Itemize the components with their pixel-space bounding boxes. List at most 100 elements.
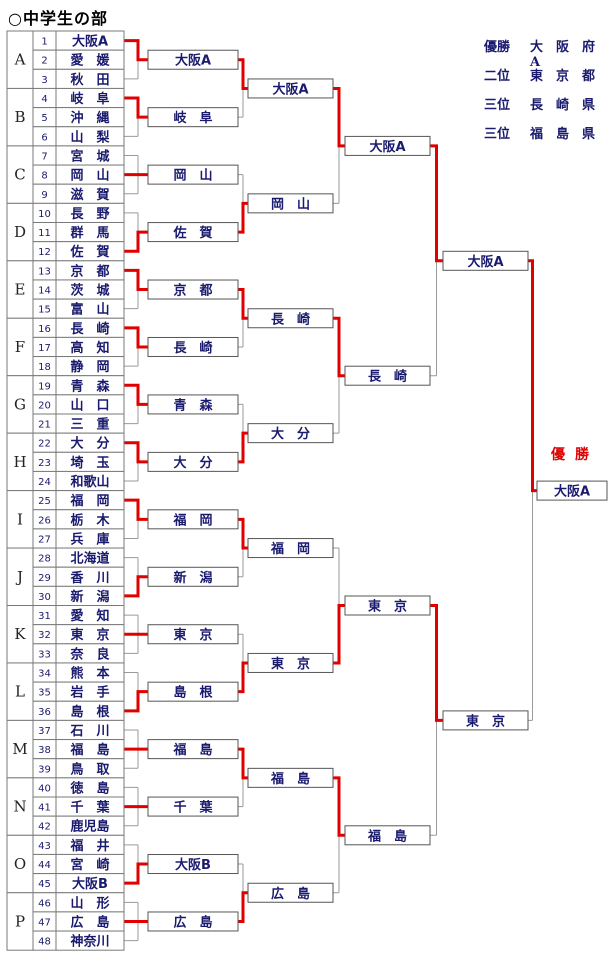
group-letter: A bbox=[14, 51, 26, 69]
round-team-name: 東 京 bbox=[173, 627, 212, 643]
round-team-name: 東 京 bbox=[271, 656, 310, 672]
round-team-name: 千 葉 bbox=[173, 800, 213, 816]
winner-path bbox=[333, 86, 345, 148]
team-name: 長 野 bbox=[70, 207, 109, 222]
team-name: 鹿児島 bbox=[70, 819, 109, 835]
result-team: 大阪府A bbox=[530, 40, 609, 70]
team-name: 群 馬 bbox=[70, 225, 109, 241]
team-name: 香 川 bbox=[69, 570, 109, 586]
round-box bbox=[147, 796, 239, 817]
seed-number: 10 bbox=[38, 209, 51, 220]
team-name: 大阪A bbox=[72, 34, 108, 50]
winner-path bbox=[333, 604, 345, 665]
winner-path bbox=[238, 517, 248, 550]
round-team-name: 広 島 bbox=[271, 886, 310, 902]
seed-number: 23 bbox=[38, 458, 51, 469]
seed-number: 11 bbox=[38, 228, 51, 239]
result-rank: 優勝 bbox=[484, 40, 511, 55]
round-box bbox=[344, 825, 431, 846]
team-name: 宮 崎 bbox=[70, 857, 109, 873]
winner-lines bbox=[124, 39, 537, 923]
seed-number: 36 bbox=[38, 707, 51, 718]
round-team-name: 福 島 bbox=[172, 742, 212, 758]
team-name: 石 川 bbox=[69, 724, 109, 739]
round-box bbox=[247, 538, 334, 559]
round-box bbox=[247, 767, 334, 788]
result-row: 三位 長崎県 bbox=[470, 94, 610, 123]
round-box bbox=[147, 739, 239, 760]
round-box bbox=[344, 365, 431, 386]
team-name: 和歌山 bbox=[70, 474, 109, 490]
seed-number: 6 bbox=[41, 132, 47, 143]
seed-number: 29 bbox=[38, 573, 51, 584]
result-rank: 二位 bbox=[484, 69, 511, 84]
winner-path bbox=[124, 862, 148, 885]
round-box bbox=[147, 279, 239, 300]
round-box bbox=[247, 193, 334, 214]
round-team-name: 岐 阜 bbox=[173, 110, 212, 126]
winner-path bbox=[124, 326, 148, 349]
round-box bbox=[247, 423, 334, 444]
round-team-name: 大阪A bbox=[467, 254, 503, 270]
round-team-name: 岡 山 bbox=[271, 196, 310, 212]
round-team-name: 大阪A bbox=[554, 484, 590, 500]
round-box bbox=[536, 480, 608, 501]
seed-number: 42 bbox=[38, 822, 51, 833]
team-name: 神奈川 bbox=[70, 934, 109, 950]
team-name: 佐 賀 bbox=[69, 244, 109, 260]
team-name: 宮 城 bbox=[70, 148, 109, 164]
winner-path bbox=[124, 230, 148, 253]
result-team: 東京都 bbox=[530, 69, 609, 84]
round-team-name: 福 島 bbox=[270, 771, 310, 787]
group-cell bbox=[6, 547, 34, 606]
seed-number: 12 bbox=[38, 247, 51, 258]
team-name: 福 岡 bbox=[69, 493, 109, 509]
round-team-name: 東 京 bbox=[368, 599, 407, 615]
team-name: 北海道 bbox=[70, 551, 109, 567]
seed-number: 38 bbox=[38, 745, 51, 756]
result-row: 優勝 大阪府A bbox=[470, 36, 610, 70]
round-box bbox=[247, 882, 334, 903]
group-cell bbox=[6, 719, 34, 779]
round-box bbox=[442, 250, 529, 271]
group-letter: H bbox=[13, 453, 26, 471]
seed-number: 14 bbox=[38, 286, 51, 297]
team-name: 秋 田 bbox=[70, 72, 109, 88]
round-box bbox=[147, 164, 239, 185]
winner-path bbox=[124, 575, 148, 598]
champion-label: 優勝 bbox=[551, 447, 599, 463]
seed-number: 2 bbox=[41, 56, 47, 67]
team-name: 千 葉 bbox=[70, 800, 110, 816]
seed-number: 24 bbox=[38, 477, 51, 488]
seed-number: 28 bbox=[38, 554, 51, 565]
group-letter: M bbox=[12, 740, 27, 758]
round-team-name: 長 崎 bbox=[368, 369, 407, 385]
seed-number: 9 bbox=[41, 190, 47, 201]
seed-number: 21 bbox=[38, 420, 51, 431]
team-name: 山 梨 bbox=[70, 129, 110, 145]
group-cell bbox=[6, 834, 34, 894]
winner-path bbox=[124, 268, 148, 292]
team-name: 奈 良 bbox=[69, 646, 109, 662]
seed-number: 46 bbox=[38, 898, 51, 909]
team-name: 埼 玉 bbox=[70, 455, 109, 471]
seed-number: 45 bbox=[38, 879, 51, 890]
seed-number: 37 bbox=[38, 726, 51, 737]
group-cell bbox=[6, 777, 34, 836]
group-letter: J bbox=[15, 568, 23, 586]
group-cell bbox=[6, 375, 34, 434]
round-box bbox=[147, 624, 239, 645]
winner-path bbox=[124, 498, 148, 521]
round-team-name: 大阪B bbox=[175, 857, 211, 873]
team-name: 岡 山 bbox=[70, 168, 109, 184]
round-team-name: 新 潟 bbox=[173, 570, 212, 586]
team-cell bbox=[55, 930, 125, 951]
group-letter: F bbox=[15, 338, 25, 356]
winner-path bbox=[333, 316, 345, 378]
group-letter: C bbox=[14, 166, 25, 184]
round-box bbox=[147, 911, 239, 932]
winner-path bbox=[528, 259, 537, 493]
round-team-name: 大阪A bbox=[175, 53, 211, 69]
team-name: 三 重 bbox=[70, 417, 109, 433]
round-team-name: 大阪A bbox=[272, 81, 308, 97]
